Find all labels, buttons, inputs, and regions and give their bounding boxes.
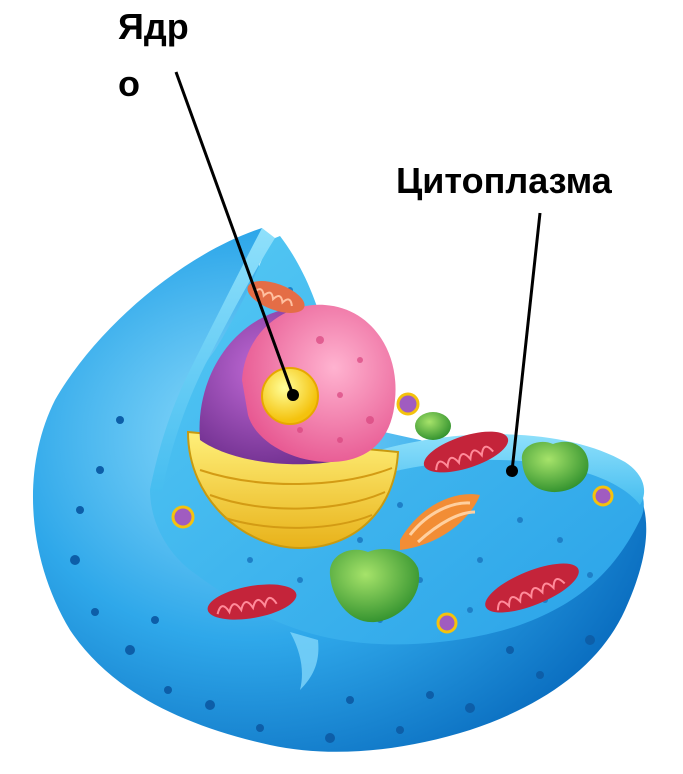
cytoplasm-pointer-dot	[506, 465, 518, 477]
vacuole-small	[415, 412, 451, 440]
cytoplasm-label: Цитоплазма	[396, 160, 612, 201]
nucleus-label-line2: о	[118, 63, 140, 104]
cytoplasm-pointer-line	[512, 213, 540, 471]
nucleus-label-line1: Ядр	[118, 6, 189, 47]
nucleus-pointer-dot	[287, 389, 299, 401]
